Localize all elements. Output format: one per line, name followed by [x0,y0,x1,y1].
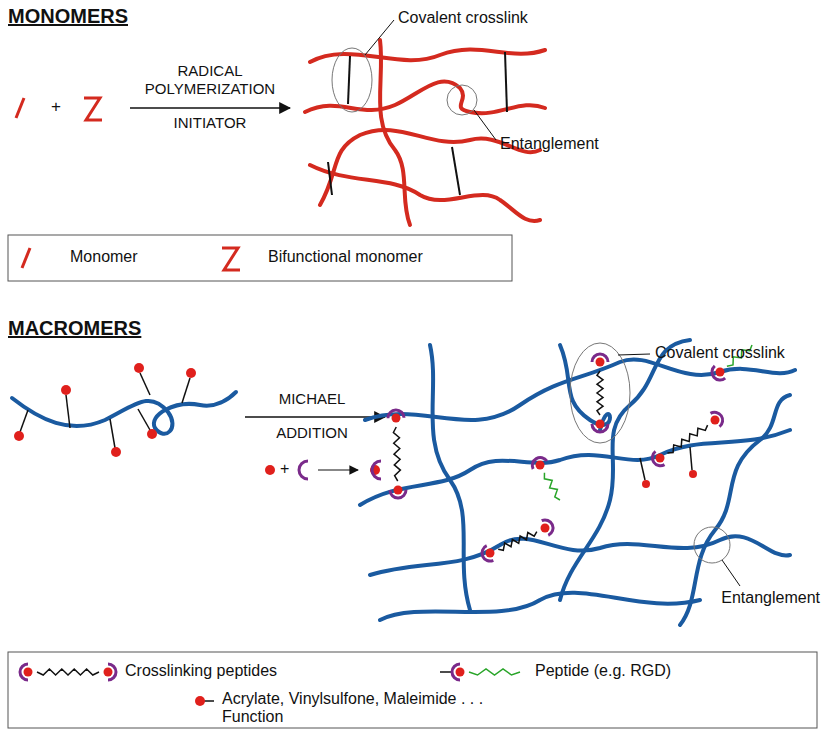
highlight-circle [694,527,730,563]
free-functional-groups [640,447,697,488]
legend-text: Peptide (e.g. RGD) [535,662,671,680]
callout-label: Entanglement [721,588,820,607]
reaction-label: RADICAL POLYMERIZATION [130,62,290,98]
section-heading: MONOMERS [8,4,128,28]
peptide-stroke [469,669,520,675]
peptide-stroke [393,427,400,481]
peptide-stroke [596,358,605,367]
highlight-ellipse [332,48,372,112]
peptide-stroke [656,454,665,463]
peptide-cup [299,461,308,479]
legend-text: Acrylate, Vinylsulfone, Maleimide . . . … [222,690,512,726]
reaction-arrow [245,416,385,418]
leader-line [722,560,740,586]
peptide-stroke [716,368,725,377]
callout-label: Covalent crosslink [655,343,785,362]
peptide-stroke [596,420,605,429]
legend-text: Monomer [70,248,138,266]
peptide-stroke [544,473,560,500]
peptide-stroke [37,669,99,675]
peptide-stroke [486,549,495,558]
peptide-stroke [712,366,725,380]
legend-function [195,696,205,706]
covalent-crosslinks [328,52,507,195]
peptide-stroke [498,532,537,551]
macromer-chain [12,392,236,434]
hydrogel-network [360,340,795,625]
highlight-ellipse [570,343,630,443]
reaction-label: MICHAEL ADDITION [262,382,362,450]
peptide-stroke [104,668,113,677]
peptide-stroke [711,412,723,426]
plus-sign: + [280,459,289,478]
leader-line [618,354,650,355]
functional-group [265,465,275,475]
legend-text: Crosslinking peptides [125,662,277,680]
legend-box [8,235,512,281]
callout-label: Entanglement [500,134,599,153]
peptide-stroke [440,671,452,673]
bifunctional-monomer [84,98,102,120]
reaction-arrow [130,107,290,109]
peptide-cup [372,461,381,479]
peptide-stroke [667,425,707,453]
legend-bifunctional [222,248,240,270]
leader-line [365,20,394,55]
leader-line [474,110,496,140]
peptide-stroke [392,414,401,423]
peptide-stroke [24,668,33,677]
peptide-stroke [456,668,465,677]
pendant-sticks [20,373,190,448]
crosslinking-peptides [388,345,752,561]
peptide-stroke [536,461,545,470]
small-arrow [318,469,358,470]
legend-box [8,652,817,728]
peptide-stroke [541,524,550,533]
polymer-network [305,40,545,225]
peptide-stroke [394,486,403,495]
peptide-stroke [532,458,547,469]
section-heading: MACROMERS [8,316,141,340]
plus-sign: + [51,97,61,117]
legend-text: Bifunctional monomer [268,248,423,266]
peptide-stroke [597,371,603,415]
peptide-stroke [652,451,664,465]
reaction-label: INITIATOR [130,114,290,132]
highlight-circle [447,85,477,115]
callout-label: Covalent crosslink [398,8,528,27]
functional-groups [14,363,196,457]
peptide-stroke [711,416,720,425]
monomer [16,98,24,118]
legend-monomer [22,248,30,268]
